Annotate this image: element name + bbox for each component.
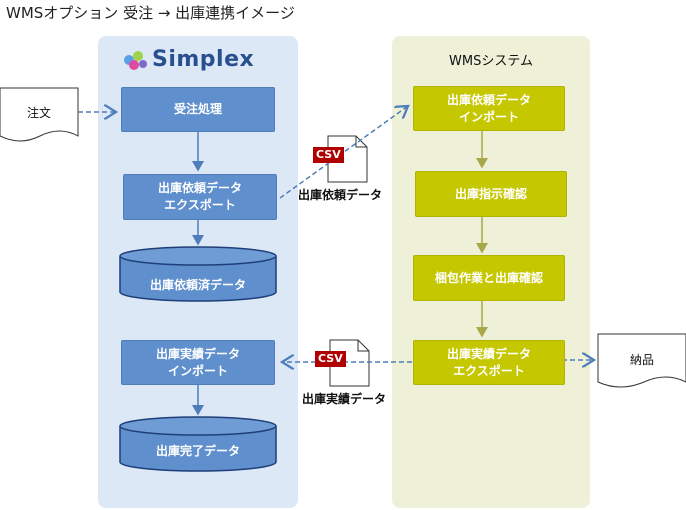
- csv-result-caption: 出庫実績データ: [302, 392, 387, 406]
- csv-result-tag: CSV: [315, 351, 346, 367]
- simplex-logo-text: Simplex: [152, 46, 255, 72]
- shipping-requested-cylinder: [119, 246, 277, 302]
- shipping-result-import-box: 出庫実績データ インポート: [121, 340, 275, 385]
- simplex-logo: Simplex: [148, 44, 254, 74]
- shipping-result-export-box: 出庫実績データ エクスポート: [413, 340, 565, 385]
- shipping-request-import-box: 出庫依頼データ インポート: [413, 86, 565, 131]
- order-processing-box: 受注処理: [121, 87, 275, 132]
- shipping-completed-cylinder: [119, 416, 277, 472]
- order-document-shape: [0, 87, 79, 142]
- shipping-instruction-confirm-box: 出庫指示確認: [415, 171, 567, 217]
- wms-system-title: WMSシステム: [449, 54, 533, 69]
- order-document-label: 注文: [26, 106, 51, 120]
- csv-request-caption: 出庫依頼データ: [298, 188, 383, 202]
- shipping-requested-data-label: 出庫依頼済データ: [149, 278, 246, 292]
- colored-balls-icon: [124, 51, 147, 70]
- shipping-completed-data-label: 出庫完了データ: [155, 444, 240, 458]
- page-title: WMSオプション 受注 → 出庫連携イメージ: [6, 4, 295, 22]
- csv-request-tag: CSV: [313, 147, 344, 163]
- packing-shipping-confirm-box: 梱包作業と出庫確認: [413, 255, 565, 301]
- delivery-document-shape: [597, 333, 686, 388]
- delivery-document-label: 納品: [629, 353, 654, 367]
- shipping-request-export-box: 出庫依頼データ エクスポート: [123, 174, 277, 220]
